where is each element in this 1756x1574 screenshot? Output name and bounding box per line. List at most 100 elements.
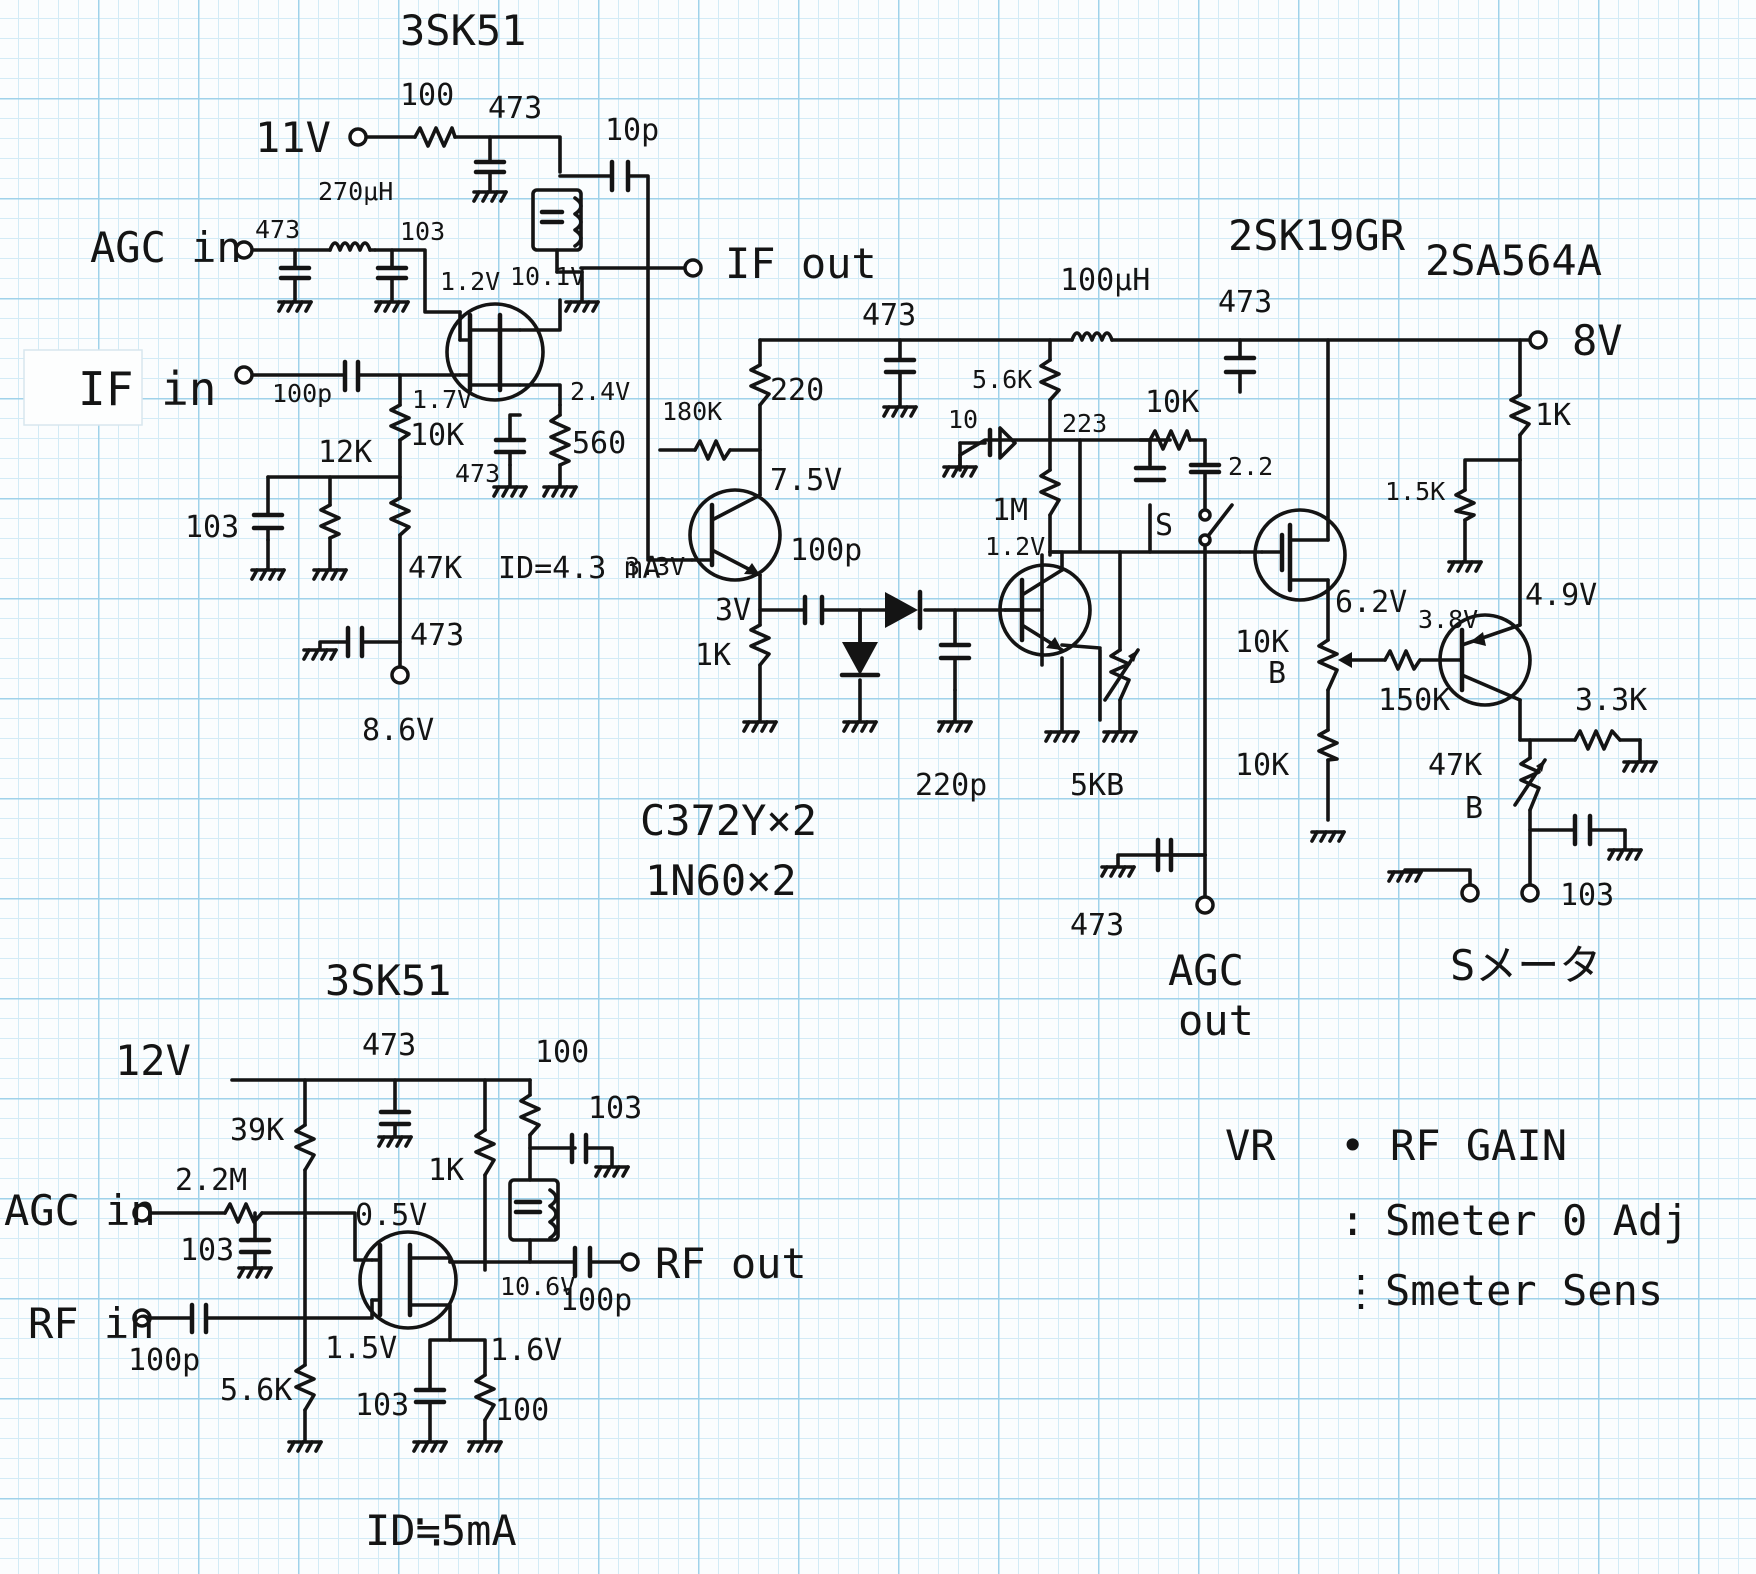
label-r150k: 150K (1378, 683, 1450, 718)
terminal-8v (1528, 330, 1548, 350)
label-lower-c103-c: 103 (355, 1388, 409, 1423)
label-c223: 223 (1062, 409, 1107, 438)
label-c10p: 10p (605, 113, 659, 148)
if-in-label-patch (23, 349, 143, 426)
label-agc-in: AGC in (90, 223, 242, 272)
lower-circuit (132, 1078, 640, 1453)
label-c103-c: 103 (1560, 878, 1614, 913)
label-id-lower: ID≒5mA (365, 1506, 517, 1555)
label-r12k: 12K (318, 435, 372, 470)
label-2sk19gr: 2SK19GR (1228, 211, 1406, 260)
label-r1m: 1M (992, 493, 1028, 528)
label-vr47k-b: B (1465, 791, 1483, 826)
legend-text-1: RF GAIN (1390, 1121, 1567, 1170)
label-r39k: 39K (230, 1113, 284, 1148)
label-8v: 8V (1572, 316, 1623, 365)
label-c473-d: 473 (410, 618, 464, 653)
label-v49: 4.9V (1525, 578, 1597, 613)
label-lower-r56k: 5.6K (220, 1373, 292, 1408)
label-lower-r1k: 1K (428, 1153, 464, 1188)
label-r15k: 1.5K (1385, 477, 1445, 506)
label-c473-g: 473 (1070, 908, 1124, 943)
label-c473-a: 473 (488, 91, 542, 126)
label-vr5k: 5KB (1070, 768, 1124, 803)
label-11v: 11V (255, 113, 331, 162)
label-r10k-c: 10K (1235, 748, 1289, 783)
label-rf-in: RF in (28, 1299, 154, 1348)
label-r560: 560 (572, 426, 626, 461)
label-v15: 1.5V (325, 1331, 397, 1366)
label-r10k: 10K (410, 418, 464, 453)
label-c100p: 100p (790, 533, 862, 568)
upper-components (234, 126, 1658, 915)
label-c10: 10 (948, 405, 978, 434)
label-2sa564a: 2SA564A (1425, 236, 1602, 285)
label-lower-r100b: 100 (495, 1393, 549, 1428)
upper-labels: 3SK51 11V 100 473 10p 270μH AGC in 473 1… (23, 6, 1647, 1045)
label-v38: 3.8V (1418, 605, 1478, 634)
label-v16: 1.6V (490, 1333, 562, 1368)
label-lower-agc-in: AGC in (4, 1186, 156, 1235)
label-agc-out-1: AGC (1168, 946, 1244, 995)
label-c473-f: 473 (1218, 285, 1272, 320)
label-12v: 12V (115, 1036, 191, 1085)
label-v10: 10.1V (510, 262, 585, 291)
legend-text-3: Smeter Sens (1385, 1266, 1663, 1315)
label-r220: 220 (770, 373, 824, 408)
label-r22m: 2.2M (175, 1163, 247, 1198)
label-agc-out-2: out (1178, 996, 1254, 1045)
label-r100: 100 (400, 78, 454, 113)
label-v3: 3V (715, 593, 751, 628)
terminal-agc-in (234, 240, 254, 260)
label-v24: 2.4V (570, 377, 630, 406)
label-v62: 6.2V (1335, 585, 1407, 620)
label-lower-c103-b: 103 (180, 1233, 234, 1268)
label-8-6v: 8.6V (362, 713, 434, 748)
label-c473-e: 473 (862, 298, 916, 333)
label-rf-out: RF out (655, 1239, 807, 1288)
label-if-in: IF in (78, 362, 216, 416)
legend-text-2: Smeter 0 Adj (1385, 1196, 1688, 1245)
label-vr47k: 47K (1428, 748, 1482, 783)
label-r47k: 47K (408, 551, 462, 586)
label-lower-c103-a: 103 (588, 1091, 642, 1126)
terminal-11v (348, 127, 368, 147)
label-c100p-in: 100p (272, 379, 332, 408)
label-vr-b: B (1268, 656, 1286, 691)
terminal-if-in (234, 365, 254, 385)
label-v106: 10.6V (500, 1272, 575, 1301)
label-smeter: Sメータ (1450, 941, 1601, 990)
label-id-upper: ID=4.3 mA (498, 551, 661, 586)
label-lower-c100p-out: 100p (560, 1283, 632, 1318)
label-v17: 1.7V (412, 385, 472, 414)
label-c473-b: 473 (255, 215, 300, 244)
legend-mark-1: • (1340, 1121, 1365, 1170)
label-in60: 1N60×2 (645, 856, 797, 905)
label-lower-c473: 473 (362, 1028, 416, 1063)
label-c22: 2.2 (1228, 452, 1273, 481)
label-r33k: 3.3K (1575, 683, 1647, 718)
label-v12b: 1.2V (985, 532, 1045, 561)
legend-mark-2: : (1340, 1196, 1365, 1245)
label-v12: 1.2V (440, 267, 500, 296)
label-lower-r100: 100 (535, 1035, 589, 1070)
label-l270: 270μH (318, 177, 393, 206)
legend-mark-3: ⋮ (1340, 1266, 1382, 1315)
label-c473-c: 473 (455, 459, 500, 488)
lower-labels: 3SK51 12V 473 100 103 39K 1K 2.2M AGC in… (4, 956, 807, 1555)
label-lower-c100p-in: 100p (128, 1343, 200, 1378)
label-v33: 3.3V (625, 552, 685, 581)
label-r10k-b: 10K (1145, 385, 1199, 420)
label-c220p: 220p (915, 768, 987, 803)
label-vr10k-b: 10K (1235, 625, 1289, 660)
vr-legend: VR • RF GAIN : Smeter 0 Adj ⋮ Smeter Sen… (1225, 1121, 1688, 1315)
label-r1k-b: 1K (1535, 398, 1571, 433)
label-l100: 100μH (1060, 263, 1150, 298)
label-v05: 0.5V (355, 1198, 427, 1233)
label-r56k: 5.6K (972, 365, 1032, 394)
terminal-if-out (683, 258, 703, 278)
legend-title: VR (1225, 1121, 1276, 1170)
label-if-out: IF out (725, 239, 877, 288)
